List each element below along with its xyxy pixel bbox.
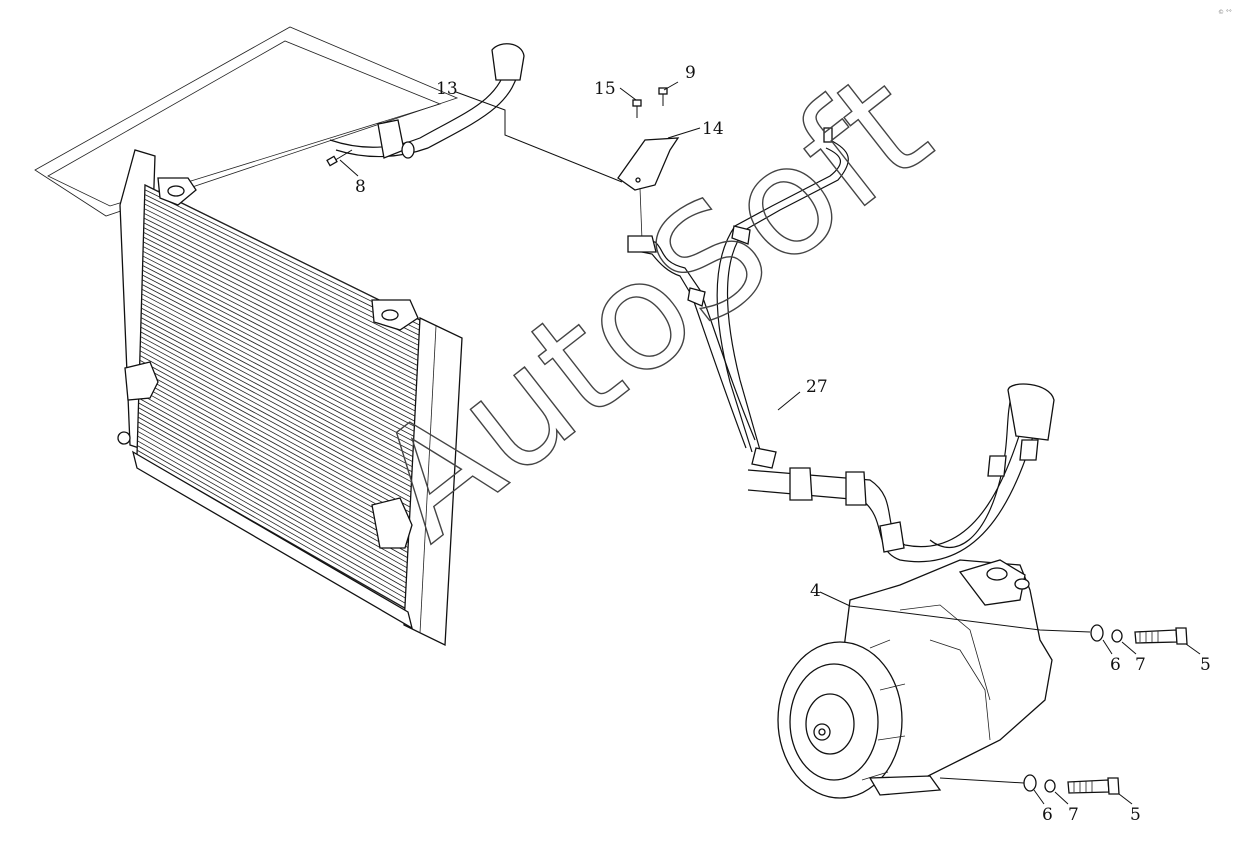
callout-8: 8 [355,177,366,197]
callout-6-lower: 6 [1042,805,1053,825]
condenser-bracket-lower [371,497,413,549]
watermark: AutoSoft [345,40,960,574]
callout-7-upper: 7 [1135,655,1146,675]
condenser-bracket-top [157,177,197,206]
leader-lines [339,81,1201,805]
bracket-14[interactable] [617,137,680,241]
condenser-bracket-mid [371,299,419,331]
discharge-hose-13[interactable] [329,43,525,159]
callout-9: 9 [685,63,696,83]
condenser[interactable] [117,149,463,647]
compressor-4[interactable] [777,559,1053,799]
corner-mark: © °° [1218,9,1232,16]
callout-4: 4 [810,581,821,601]
condenser-bracket-left [124,361,159,401]
bolt-8 [326,149,353,167]
callout-27: 27 [806,377,828,397]
pipe-assembly-27[interactable] [627,127,1055,563]
fastener-set-lower [1023,774,1120,795]
bolt-9 [658,87,668,106]
callout-5-lower: 5 [1130,805,1141,825]
fastener-set-upper [1090,624,1188,645]
callout-5-upper: 5 [1200,655,1211,675]
bolt-15 [632,99,642,118]
callout-14: 14 [702,119,724,139]
callout-6-upper: 6 [1110,655,1121,675]
callout-15: 15 [594,79,616,99]
reference-plane [34,26,459,217]
callout-7-lower: 7 [1068,805,1079,825]
callout-13: 13 [436,79,458,99]
